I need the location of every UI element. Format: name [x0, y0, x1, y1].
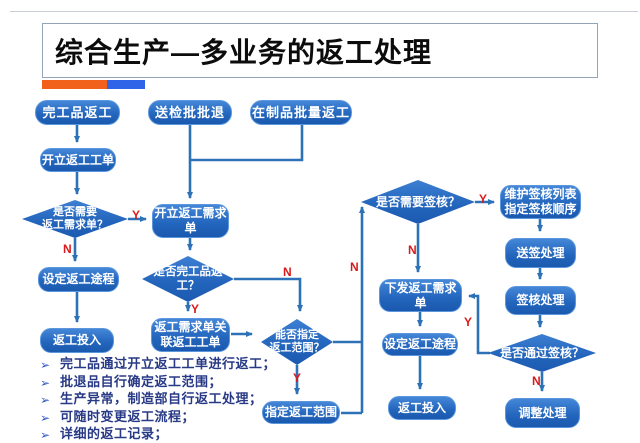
node-issue-rework-request: 下发返工需求 单: [379, 279, 462, 312]
bullet-text: 生产异常，制造部自行返工处理；: [60, 391, 263, 407]
bullet-text: 完工品通过开立返工工单进行返工；: [60, 356, 277, 371]
accent-bar-blue: [107, 80, 145, 89]
branch-label-no: N: [63, 242, 72, 256]
page-title: 综合生产—多业务的返工处理: [55, 36, 433, 68]
accent-bar-orange: [42, 80, 107, 89]
bullet-arrow-icon: ➢: [40, 393, 51, 408]
bullet-arrow-icon: ➢: [40, 375, 51, 390]
branch-label-yes: Y: [293, 371, 302, 385]
node-start-wip-batch-rework: 在制品批量返工: [250, 100, 352, 125]
node-open-rework-order: 开立返工工单: [40, 148, 116, 172]
bullet-arrow-icon: ➢: [40, 358, 51, 372]
node-open-rework-request: 开立返工需求 单: [152, 204, 229, 238]
node-start-inspection-batch-reject: 送检批批退: [148, 100, 232, 125]
node-specify-rework-scope: 指定返工范围: [262, 401, 340, 424]
bullet-arrow-icon: ➢: [40, 428, 51, 443]
edge-is-finished-no: [234, 277, 303, 312]
title-box: 综合生产—多业务的返工处理: [42, 23, 598, 78]
bullet-arrow-icon: ➢: [40, 410, 51, 425]
node-set-rework-route-right: 设定返工途程: [382, 333, 458, 356]
node-link-request-to-order: 返工需求单关 联返工工单: [151, 318, 230, 352]
node-set-rework-route-left: 设定返工途程: [38, 267, 119, 292]
node-start-finished-goods-rework: 完工品返工: [35, 100, 120, 125]
branch-label-no: N: [283, 265, 292, 279]
branch-label-yes: Y: [132, 208, 141, 222]
node-rework-input-right: 返工投入: [388, 396, 456, 420]
node-rework-input-left: 返工投入: [40, 328, 114, 353]
branch-label-yes: Y: [479, 192, 488, 206]
node-maintain-sign-list: 维护签核列表 指定签核顺序: [500, 185, 581, 219]
branch-label-no: N: [532, 374, 541, 388]
branch-label-no: N: [350, 260, 359, 274]
edge-wip-merge: [191, 125, 304, 162]
list-item: ➢ 详细的返工记录；: [40, 426, 370, 443]
node-adjust-processing: 调整处理: [505, 398, 580, 428]
bullet-text: 批退品自行确定返工范围；: [60, 373, 223, 389]
bullet-text: 详细的返工记录；: [60, 426, 169, 442]
node-send-for-signing: 送签处理: [505, 238, 576, 268]
notes-list: ➢ 完工品通过开立返工工单进行返工； ➢ 批退品自行确定返工范围； ➢ 生产异常…: [40, 356, 370, 443]
list-item: ➢ 批退品自行确定返工范围；: [40, 373, 370, 390]
branch-label-no: N: [408, 243, 417, 257]
top-divider-line: [10, 11, 638, 12]
list-item: ➢ 完工品通过开立返工工单进行返工；: [40, 356, 370, 372]
list-item: ➢ 生产异常，制造部自行返工处理；: [40, 391, 370, 408]
bullet-text: 可随时变更返工流程；: [60, 408, 196, 424]
branch-label-yes: Y: [191, 302, 200, 316]
edge-pass-sign-yes-loop: [468, 293, 490, 355]
branch-label-yes: Y: [464, 315, 473, 329]
list-item: ➢ 可随时变更返工流程；: [40, 408, 370, 425]
node-sign-off-processing: 签核处理: [505, 286, 576, 315]
